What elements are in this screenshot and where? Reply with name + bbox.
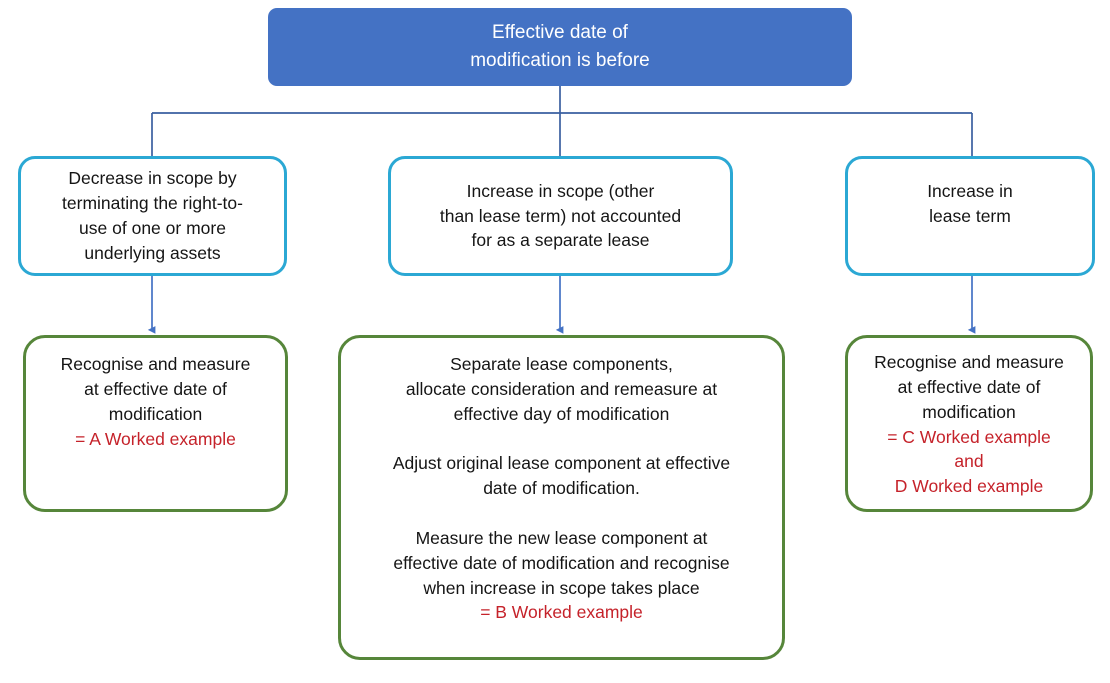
criteria-2-line-2: than lease term) not accounted xyxy=(439,205,682,226)
outcome-b-p3-line-2: effective date of modification and recog… xyxy=(393,552,730,573)
root-line-1: Effective date of xyxy=(492,22,628,44)
outcome-c-line-2: at effective date of xyxy=(897,376,1041,397)
node-increase-in-lease-term[interactable]: Increase in lease term xyxy=(845,156,1095,276)
outcome-c-paragraph-1: Recognise and measure at effective date … xyxy=(860,350,1078,499)
criteria-3-line-2: lease term xyxy=(929,205,1011,226)
criteria-1-line-1: Decrease in scope by xyxy=(68,168,237,189)
outcome-b-p2-line-1: Adjust original lease component at effec… xyxy=(392,453,731,474)
outcome-b-p3-line-3: when increase in scope takes place xyxy=(423,577,700,598)
criteria-1-line-4: underlying assets xyxy=(84,242,221,263)
outcome-b-paragraph-2: Adjust original lease component at effec… xyxy=(353,451,770,501)
node-outcome-a[interactable]: Recognise and measure at effective date … xyxy=(23,335,288,512)
outcome-b-p3-line-1: Measure the new lease component at xyxy=(415,527,708,548)
outcome-b-p2-line-2: date of modification. xyxy=(483,478,640,499)
outcome-c-accent-3: D Worked example xyxy=(894,476,1044,497)
outcome-a-line-1: Recognise and measure xyxy=(60,354,251,374)
node-increase-in-scope[interactable]: Increase in scope (other than lease term… xyxy=(388,156,733,276)
criteria-3-line-1: Increase in xyxy=(927,181,1013,201)
outcome-b-p1-line-2: allocate consideration and remeasure at xyxy=(405,378,718,399)
criteria-1-line-2: terminating the right-to- xyxy=(62,193,243,214)
criteria-2-line-3: for as a separate lease xyxy=(471,230,650,251)
outcome-b-accent-1: = B Worked example xyxy=(480,602,643,623)
outcome-b-paragraph-1: Separate lease components, allocate cons… xyxy=(353,352,770,427)
outcome-c-line-1: Recognise and measure xyxy=(874,352,1064,372)
outcome-b-p1-line-3: effective day of modification xyxy=(453,403,670,424)
root-line-2: modification is before xyxy=(470,50,650,71)
outcome-a-accent-1: = A Worked example xyxy=(75,428,236,449)
criteria-1-line-3: use of one or more xyxy=(79,218,226,238)
outcome-a-paragraph-1: Recognise and measure at effective date … xyxy=(38,352,273,451)
criteria-2-line-1: Increase in scope (other xyxy=(466,180,655,201)
node-outcome-c[interactable]: Recognise and measure at effective date … xyxy=(845,335,1093,512)
outcome-a-line-2: at effective date of xyxy=(84,378,227,399)
outcome-c-accent-1: = C Worked example xyxy=(887,426,1051,447)
outcome-a-line-3: modification xyxy=(108,403,203,424)
outcome-b-paragraph-3: Measure the new lease component at effec… xyxy=(353,526,770,625)
outcome-b-p1-line-1: Separate lease components, xyxy=(450,354,673,374)
node-outcome-b[interactable]: Separate lease components, allocate cons… xyxy=(338,335,785,660)
node-effective-date-root[interactable]: Effective date of modification is before xyxy=(268,8,852,86)
node-decrease-in-scope[interactable]: Decrease in scope by terminating the rig… xyxy=(18,156,287,276)
outcome-c-line-3: modification xyxy=(922,401,1016,422)
outcome-c-accent-2: and xyxy=(954,451,984,472)
